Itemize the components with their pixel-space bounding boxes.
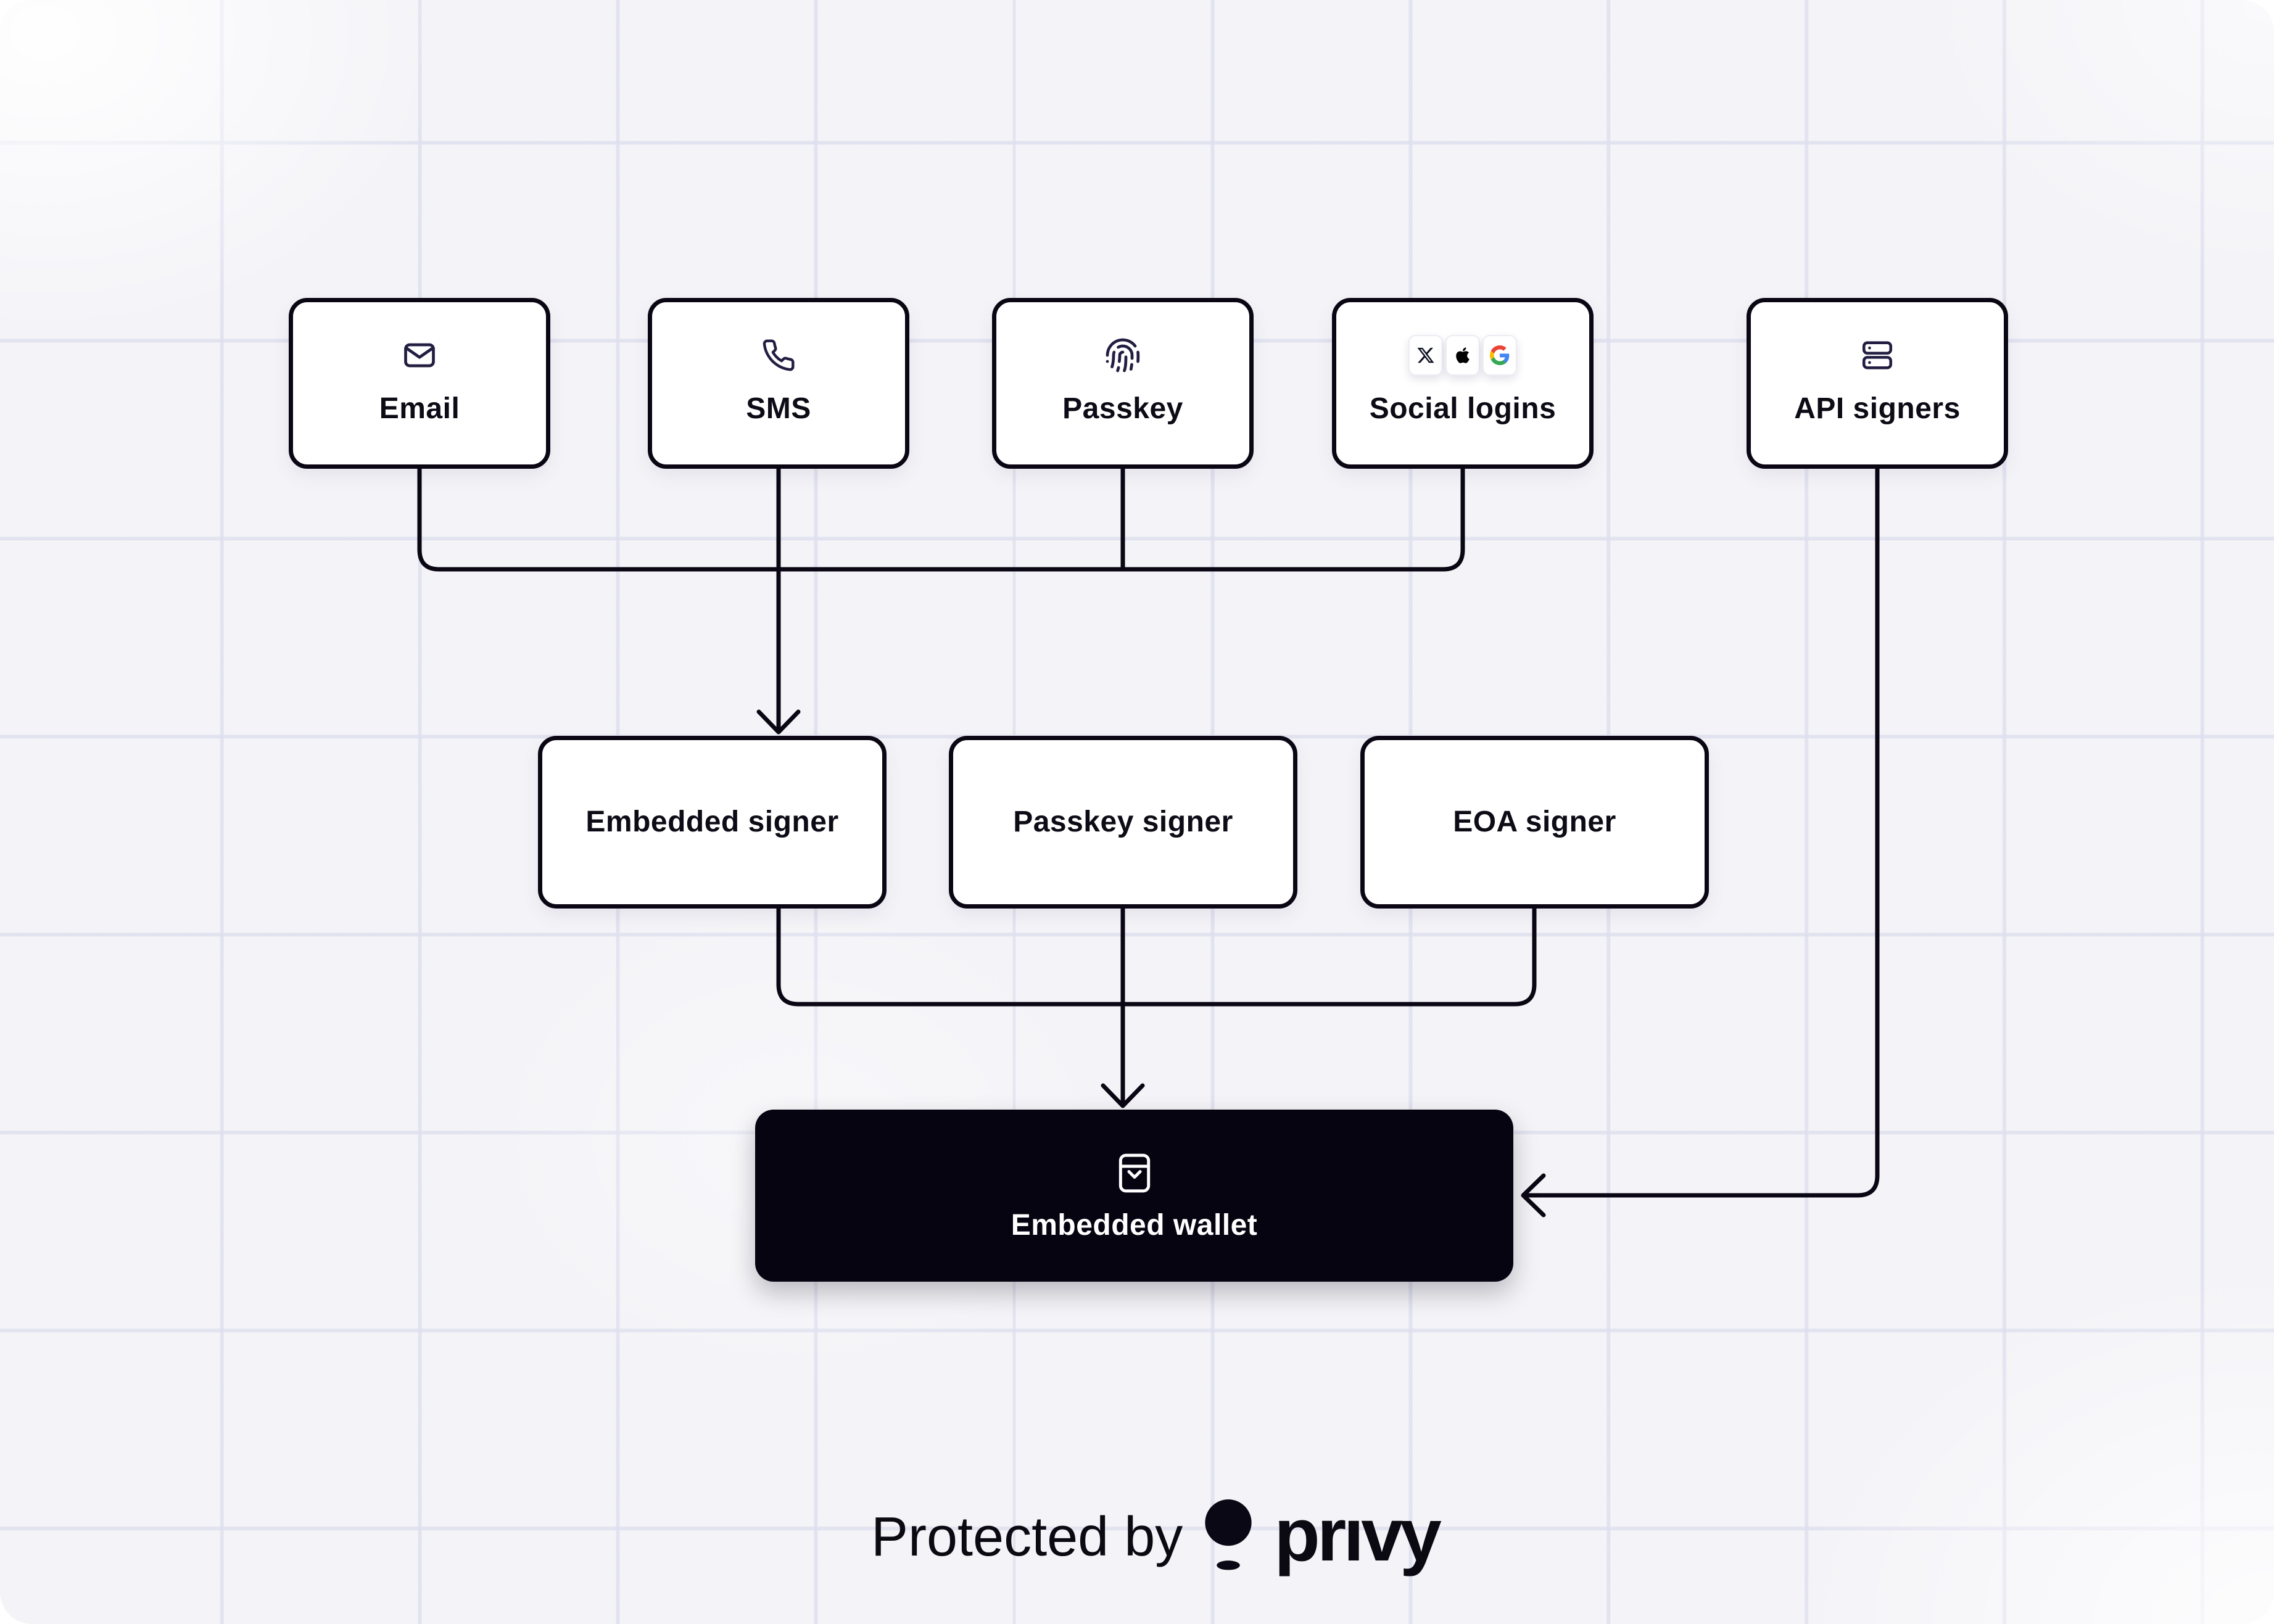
node-sms: SMS [648, 298, 909, 469]
node-social-logins-label: Social logins [1369, 392, 1557, 425]
apple-logo-icon [1445, 334, 1480, 376]
fingerprint-icon [1104, 335, 1141, 376]
protected-by-text: Protected by [871, 1506, 1183, 1568]
node-api-signers: API signers [1747, 298, 2008, 469]
footer-branding: Protected by prıvy [871, 1493, 1442, 1578]
node-email-label: Email [379, 392, 460, 425]
node-api-signers-label: API signers [1794, 392, 1961, 425]
node-sms-label: SMS [746, 392, 811, 425]
node-social-logins: Social logins [1332, 298, 1594, 469]
arrowhead-wallet-top [1101, 1083, 1145, 1108]
node-embedded-signer-label: Embedded signer [585, 806, 839, 838]
social-logos [1408, 334, 1517, 376]
privy-mark-icon [1204, 1499, 1253, 1573]
node-embedded-wallet-label: Embedded wallet [1011, 1208, 1258, 1242]
server-icon [1859, 335, 1895, 376]
phone-icon [761, 335, 796, 376]
arrowhead-embedded-signer [756, 709, 801, 735]
node-passkey-signer: Passkey signer [949, 736, 1297, 909]
node-email: Email [289, 298, 550, 469]
node-eoa-signer-label: EOA signer [1453, 806, 1616, 838]
node-embedded-wallet: Embedded wallet [755, 1110, 1513, 1282]
wire-middle-bus [776, 906, 1537, 1007]
wire-api-to-wallet [1525, 466, 1880, 1198]
wire-top-bus [417, 466, 1465, 572]
mail-icon [401, 335, 438, 376]
node-eoa-signer: EOA signer [1360, 736, 1709, 909]
wallet-icon [1118, 1152, 1151, 1195]
node-passkey-label: Passkey [1062, 392, 1183, 425]
privy-wordmark: prıvy [1274, 1493, 1442, 1577]
node-passkey-signer-label: Passkey signer [1013, 806, 1233, 838]
x-logo-icon [1408, 334, 1443, 376]
node-passkey: Passkey [992, 298, 1254, 469]
node-embedded-signer: Embedded signer [538, 736, 887, 909]
google-logo-icon [1482, 334, 1517, 376]
arrowhead-wallet-right [1521, 1173, 1546, 1218]
